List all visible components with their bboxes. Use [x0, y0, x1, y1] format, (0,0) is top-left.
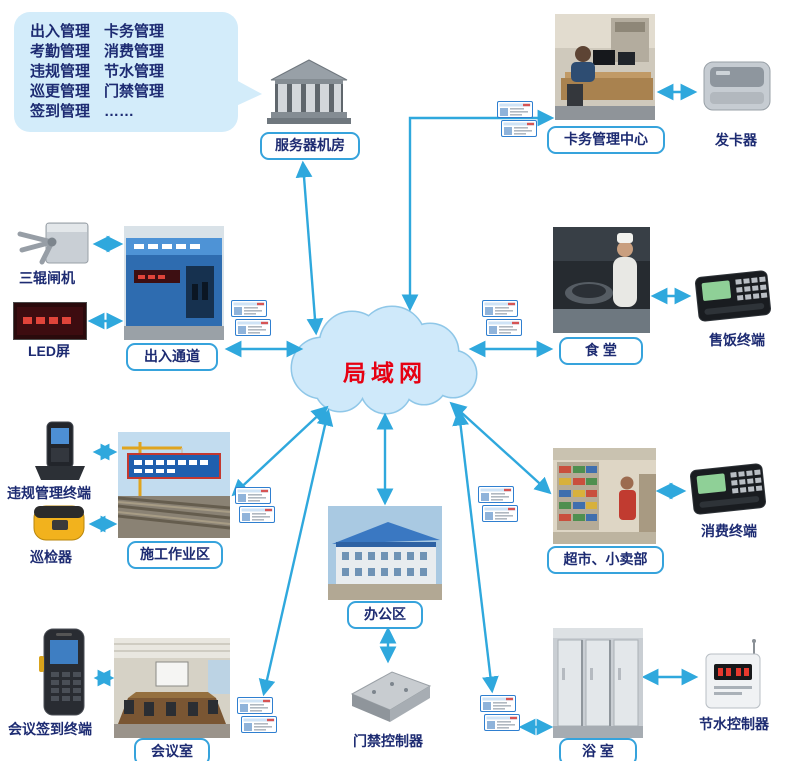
meeting-terminal-device: [39, 628, 85, 716]
bubble-item: 签到管理: [30, 103, 91, 120]
bubble-tail: [236, 80, 262, 106]
led-screen-label: LED屏: [28, 343, 70, 359]
id-card-icon: [497, 101, 537, 139]
canteen-photo: [553, 227, 650, 333]
arrow-meetingroom-cloud: [258, 408, 334, 697]
violation-terminal-label: 违规管理终端: [7, 485, 91, 501]
bathroom-photo: [553, 628, 643, 738]
entrance-photo: [124, 226, 224, 340]
meeting-terminal-label: 会议签到终端: [8, 721, 92, 737]
bubble-left-column: 出入管理 考勤管理 违规管理 巡更管理 签到管理: [30, 22, 90, 122]
card-center-photo: [555, 14, 655, 120]
bathroom-label: 浴 室: [559, 738, 637, 761]
turnstile-label: 三辊闸机: [19, 270, 75, 286]
bubble-item: 消费管理: [104, 43, 165, 60]
office-area-photo: [328, 506, 442, 600]
meal-terminal-device: [694, 270, 772, 322]
violation-terminal-device: [35, 421, 85, 480]
bubble-item: 违规管理: [30, 63, 91, 80]
supermarket-label: 超市、小卖部: [547, 546, 664, 574]
patrol-device: [33, 505, 85, 541]
bubble-item: 巡更管理: [30, 83, 91, 100]
turnstile-device: [17, 222, 89, 265]
id-card-icon: [231, 300, 271, 338]
office-area-label: 办公区: [347, 601, 423, 629]
supermarket-photo: [553, 448, 656, 544]
arrow-server-cloud: [295, 160, 324, 336]
bubble-item: 卡务管理: [104, 23, 165, 40]
work-area-photo: [118, 432, 230, 538]
bubble-item: ……: [104, 103, 135, 120]
water-controller-device: [705, 639, 761, 709]
server-building-icon: [267, 59, 351, 124]
meeting-room-photo: [114, 638, 230, 738]
access-controller-device: [350, 671, 432, 722]
id-card-icon: [237, 697, 277, 735]
server-room-label: 服务器机房: [260, 132, 360, 160]
id-card-icon: [482, 300, 522, 338]
bubble-item: 考勤管理: [30, 43, 91, 60]
bubble-right-column: 卡务管理 消费管理 节水管理 门禁管理 ……: [104, 22, 164, 122]
bubble-item: 门禁管理: [104, 83, 165, 100]
work-area-label: 施工作业区: [127, 541, 223, 569]
card-issuer-device: [703, 61, 771, 111]
lan-cloud-label: 局域网: [343, 360, 427, 386]
patrol-device-label: 巡检器: [30, 549, 72, 565]
card-issuer-label: 发卡器: [715, 132, 757, 148]
arrow-cardcenter-cloud: [401, 109, 555, 312]
bubble-item: 出入管理: [30, 23, 91, 40]
access-controller-label: 门禁控制器: [353, 733, 423, 749]
meal-terminal-label: 售饭终端: [709, 332, 765, 348]
id-card-icon: [480, 695, 520, 733]
management-functions-bubble: 出入管理 考勤管理 违规管理 巡更管理 签到管理 卡务管理 消费管理 节水管理 …: [14, 12, 238, 132]
arrow-bathroom-cloud: [452, 408, 499, 694]
canteen-label: 食 堂: [559, 337, 643, 365]
consume-terminal-device: [689, 463, 767, 515]
card-center-label: 卡务管理中心: [547, 126, 665, 154]
meeting-room-label: 会议室: [134, 738, 210, 761]
consume-terminal-label: 消费终端: [701, 523, 757, 539]
lan-cloud: [290, 305, 478, 415]
entrance-label: 出入通道: [126, 343, 218, 371]
led-screen-device: [13, 302, 87, 340]
water-controller-label: 节水控制器: [699, 716, 769, 732]
id-card-icon: [478, 486, 518, 524]
bubble-item: 节水管理: [104, 63, 165, 80]
id-card-icon: [235, 487, 275, 525]
